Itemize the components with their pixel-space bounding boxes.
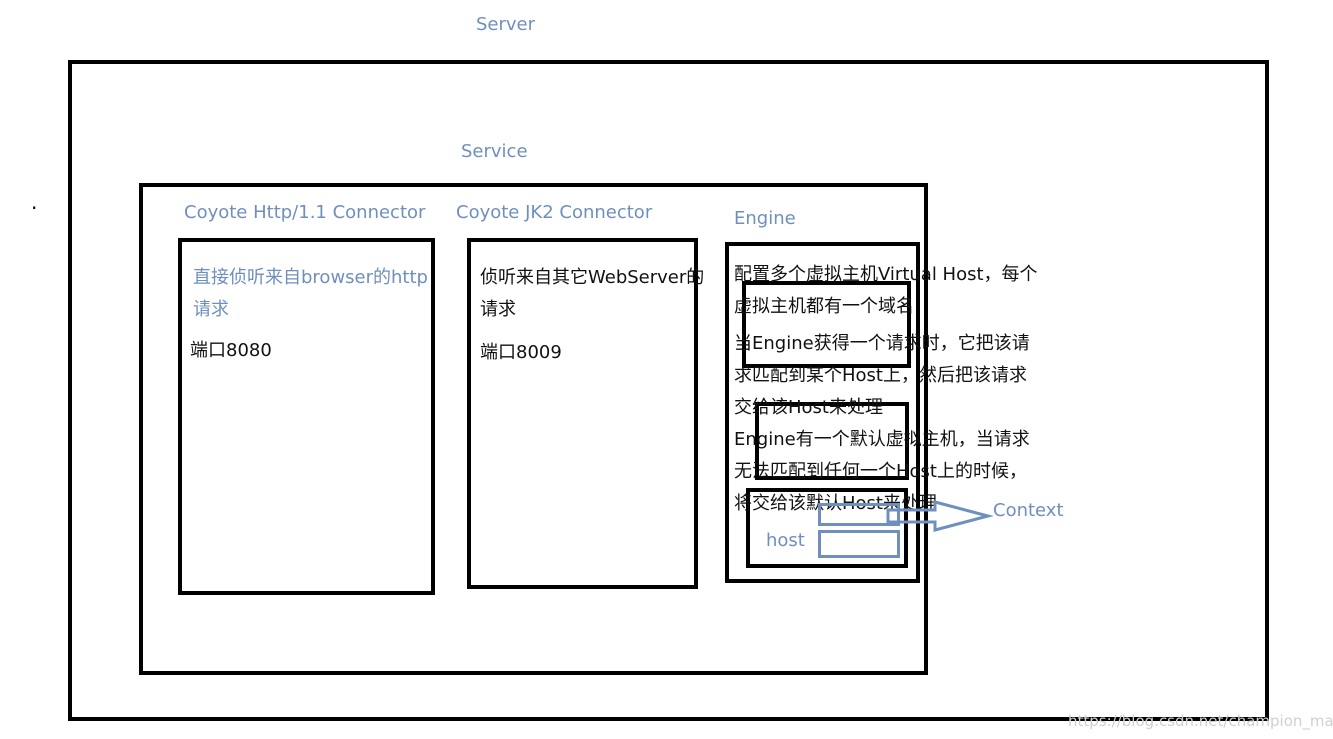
- default-host-box: [746, 488, 908, 568]
- context-arrow-icon: [886, 500, 994, 532]
- engine-desc-line: 当Engine获得一个请求时，它把该请: [734, 333, 1030, 354]
- server-label: Server: [476, 14, 536, 35]
- stray-dot: ·: [31, 196, 38, 220]
- host-label: host: [766, 530, 805, 551]
- virtual-host-box-2: [755, 402, 909, 480]
- server-box: [68, 60, 1269, 721]
- engine-desc-line: 配置多个虚拟主机Virtual Host，每个: [734, 264, 1038, 285]
- virtual-host-box-1: [742, 281, 911, 368]
- engine-desc-line: Engine有一个默认虚拟主机，当请求: [734, 429, 1030, 450]
- http-connector-label: Coyote Http/1.1 Connector: [184, 202, 426, 223]
- context-box-1: [818, 503, 900, 526]
- engine-desc-line: 交给该Host来处理: [734, 397, 883, 418]
- engine-desc-line: 虚拟主机都有一个域名: [734, 296, 914, 317]
- http-connector-desc-line1: 直接侦听来自browser的http: [193, 267, 428, 288]
- jk2-connector-box: [467, 238, 698, 589]
- jk2-connector-label: Coyote JK2 Connector: [456, 202, 653, 223]
- http-connector-desc-line2: 请求: [193, 299, 229, 320]
- engine-desc-line: 无法匹配到任何一个Host上的时候，: [734, 461, 1027, 482]
- jk2-connector-desc-line2: 请求: [480, 299, 516, 320]
- engine-box: [725, 242, 920, 583]
- engine-label: Engine: [734, 208, 796, 229]
- context-box-2: [818, 530, 900, 558]
- jk2-connector-desc-line1: 侦听来自其它WebServer的: [480, 267, 705, 288]
- service-label: Service: [461, 141, 528, 162]
- jk2-connector-port: 端口8009: [480, 342, 562, 363]
- context-label: Context: [993, 500, 1064, 521]
- engine-desc-line: 求匹配到某个Host上，然后把该请求: [734, 365, 1027, 386]
- http-connector-box: [178, 238, 435, 595]
- service-box: [139, 183, 928, 675]
- http-connector-port: 端口8080: [190, 340, 272, 361]
- watermark: https://blog.csdn.net/champion_man: [1068, 712, 1333, 730]
